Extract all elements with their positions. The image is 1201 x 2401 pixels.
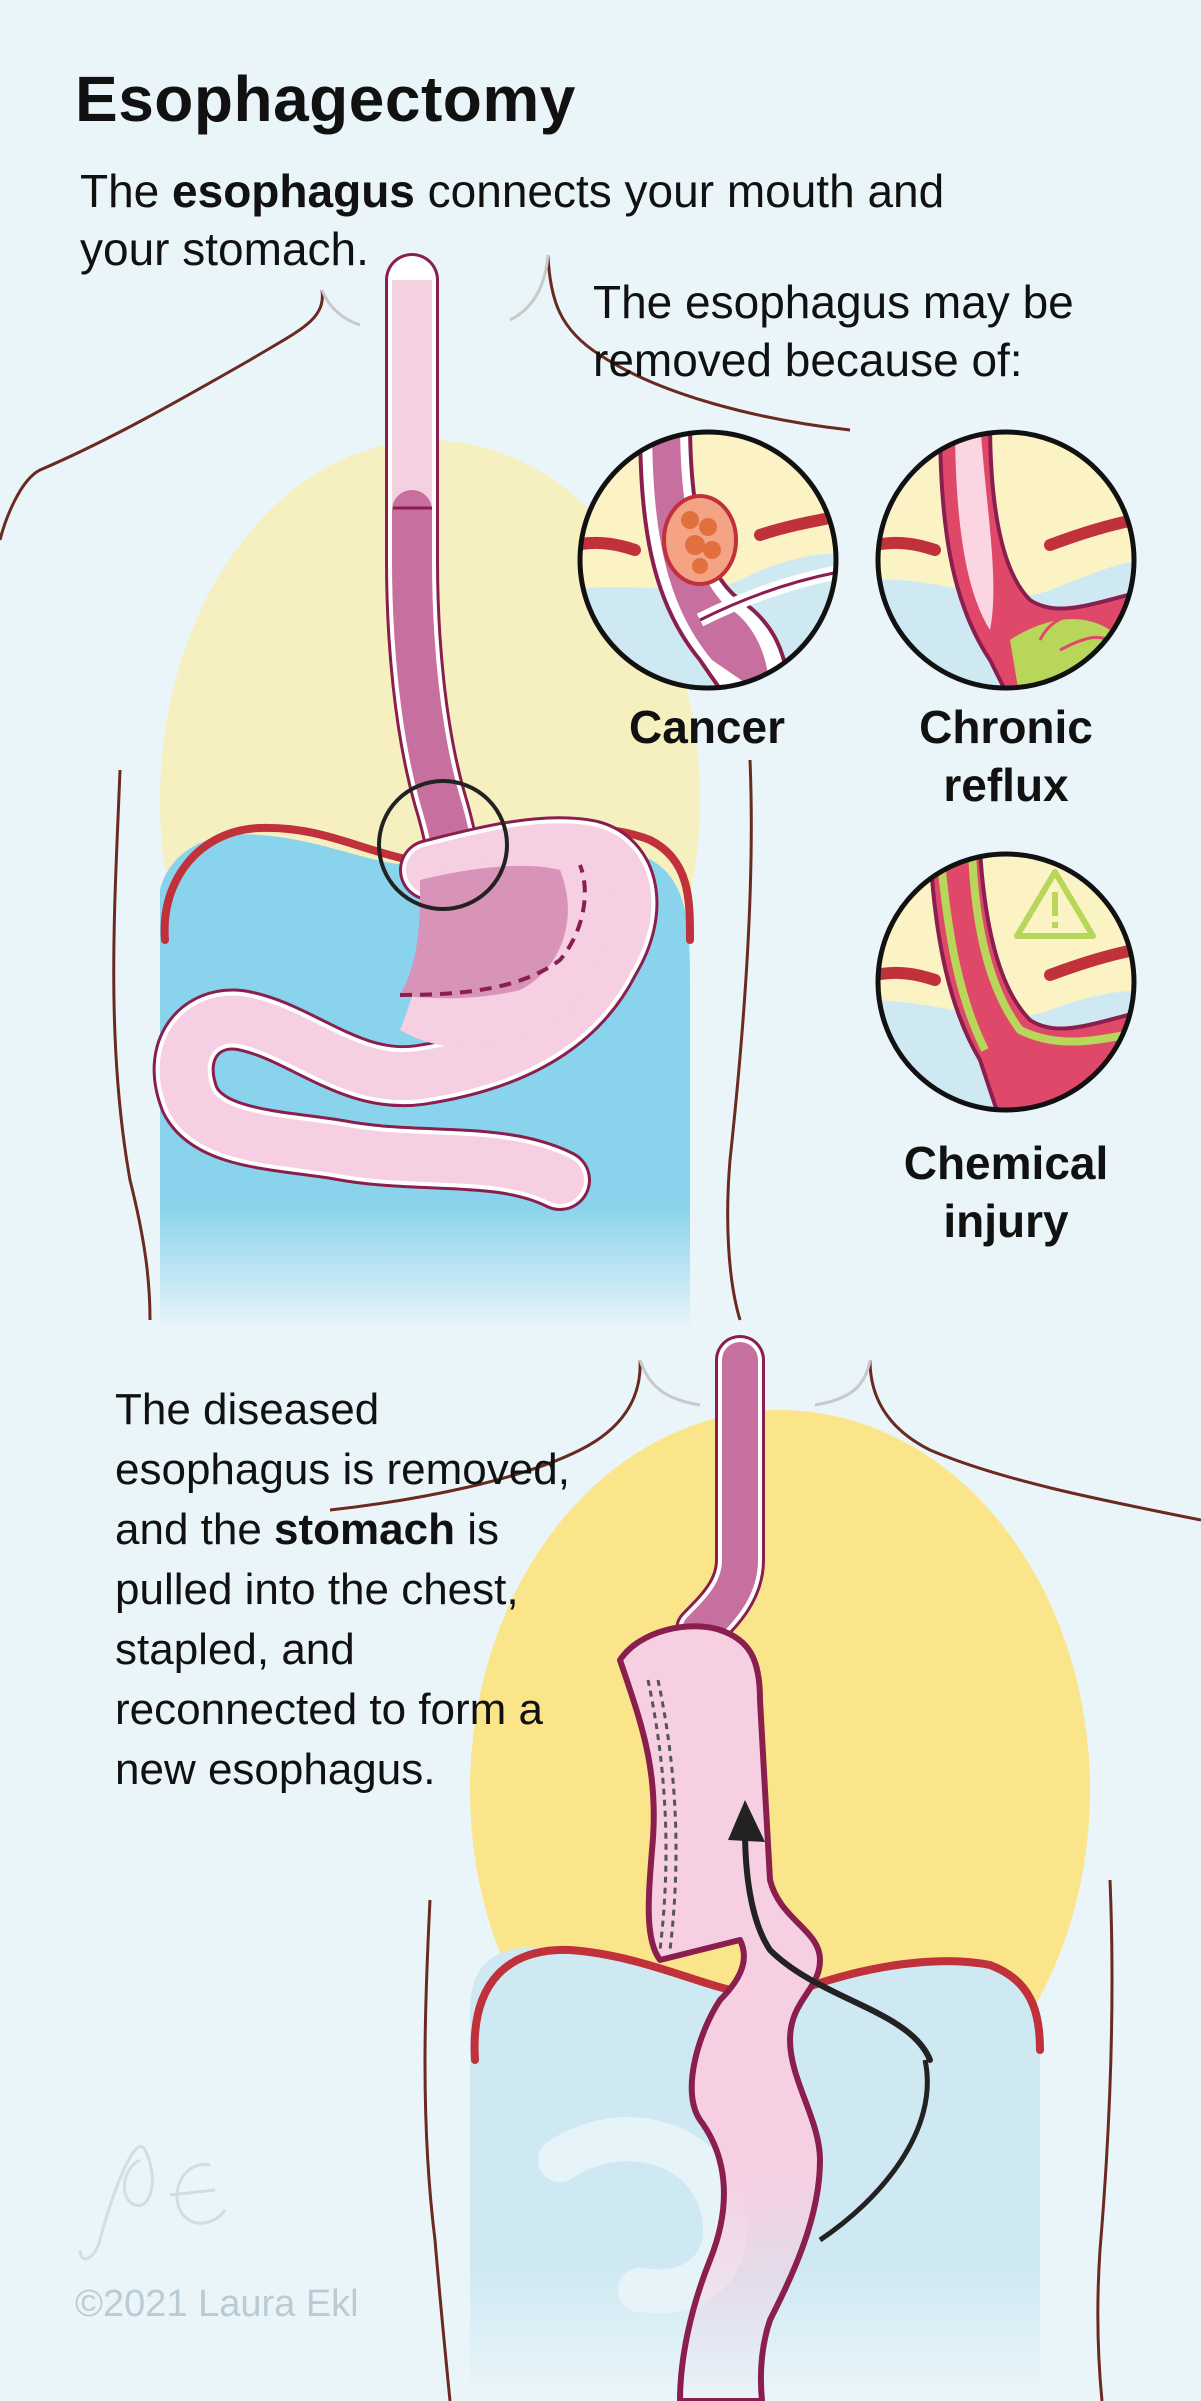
- new-esophagus: [617, 1335, 933, 2401]
- cause-label-cancer: Cancer: [629, 701, 785, 753]
- torso-bottom: [329, 1359, 1201, 2401]
- intro-text: The esophagus connects your mouth and yo…: [80, 162, 1040, 278]
- cancer-detail: [577, 429, 839, 691]
- stomach-top: [152, 779, 659, 1211]
- copyright-text: ©2021 Laura Ekl: [75, 2283, 359, 2325]
- procedure-suffix: is pulled into the chest, stapled, and r…: [115, 1505, 544, 1794]
- intro-bold-term: esophagus: [172, 165, 415, 217]
- procedure-bold-term: stomach: [274, 1505, 455, 1554]
- procedure-prefix: The diseased esophagus is removed, and t…: [115, 1385, 570, 1554]
- procedure-text: The diseased esophagus is removed, and t…: [115, 1380, 585, 1800]
- chemical-injury-detail: [875, 851, 1137, 1113]
- tumor-icon: [662, 494, 738, 586]
- arrow-up-icon: [728, 1800, 765, 1842]
- signature-logo: [78, 2145, 227, 2261]
- cause-label-chemical-injury: Chemical injury: [903, 1137, 1109, 1247]
- intro-suffix: connects your mouth and your stomach.: [80, 165, 945, 275]
- intro-prefix: The: [80, 165, 173, 217]
- warning-icon: [1014, 869, 1096, 939]
- causes-intro-text: The esophagus may be removed because of:: [593, 276, 1074, 386]
- cause-label-reflux: Chronic reflux: [919, 701, 1093, 811]
- reflux-detail: [875, 429, 1137, 691]
- page-title: Esophagectomy: [75, 63, 576, 135]
